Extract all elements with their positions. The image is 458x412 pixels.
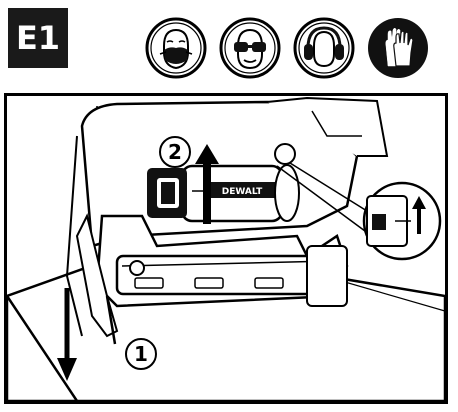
- face-mask-icon: [144, 16, 208, 80]
- step-2-marker: 2: [159, 136, 191, 168]
- safety-glasses-icon: [218, 16, 282, 80]
- step-code-badge: E1: [8, 8, 68, 68]
- svg-text:2: 2: [168, 140, 182, 164]
- gloves-icon: [366, 16, 430, 80]
- nailer-depth-adjust-illustration: DEWALT: [7, 96, 445, 401]
- svg-text:1: 1: [134, 342, 148, 366]
- brand-label: DEWALT: [222, 187, 263, 197]
- panel-header: E1: [4, 4, 448, 96]
- ear-protection-icon: [292, 16, 356, 80]
- step-1-marker: 1: [125, 338, 157, 370]
